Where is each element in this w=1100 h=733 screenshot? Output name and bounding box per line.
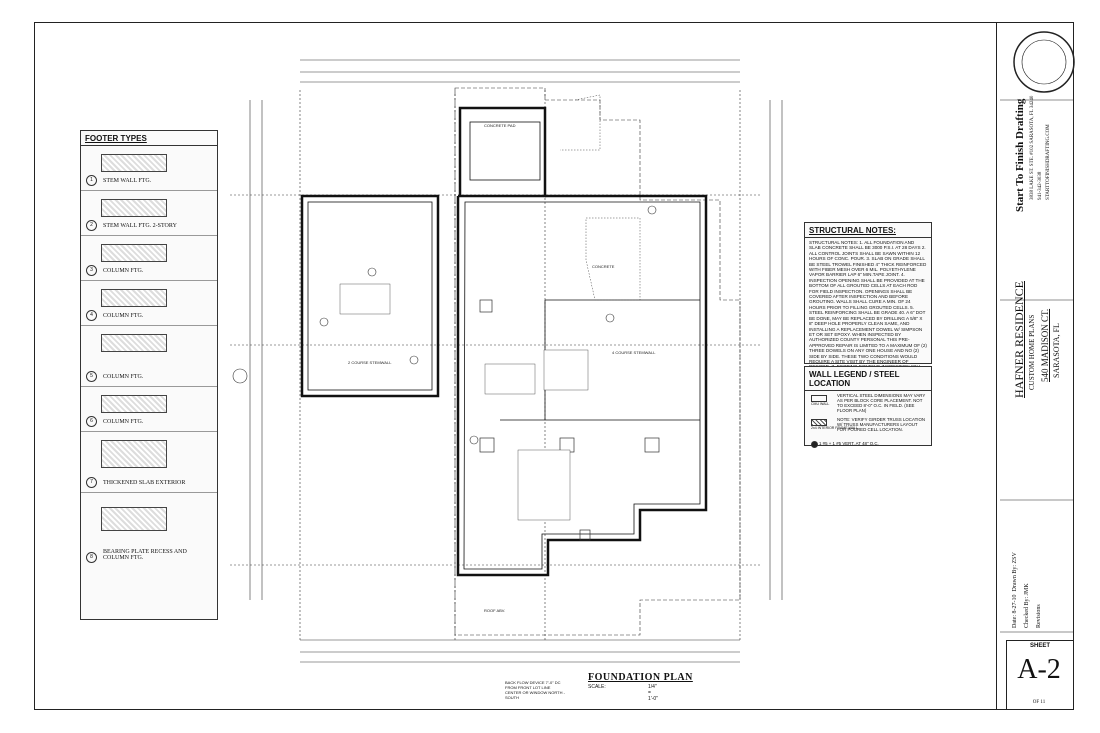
sheet-number-box — [1006, 640, 1074, 710]
footing-sketch — [101, 507, 167, 531]
footing-number: 8 — [86, 552, 97, 563]
wall-legend-panel: WALL LEGEND / STEEL LOCATION CMU WALL VE… — [804, 366, 932, 448]
plan-title: FOUNDATION PLAN — [588, 672, 693, 683]
footing-label: COLUMN FTG. — [103, 419, 144, 425]
scale-value: 1/4" = 1'-0" — [648, 684, 658, 702]
footing-detail: 8 BEARING PLATE RECESS AND COLUMN FTG. — [81, 493, 217, 567]
company-name: Start To Finish Drafting — [1014, 98, 1026, 212]
footing-label: STEM WALL FTG. — [103, 178, 152, 184]
footing-sketch — [101, 154, 167, 172]
footing-label: STEM WALL FTG. 2-STORY — [103, 223, 177, 229]
footer-types-title: FOOTER TYPES — [81, 131, 217, 146]
frame-wall-swatch — [811, 419, 827, 426]
project-subtitle: CUSTOM HOME PLANS — [1028, 314, 1036, 390]
wall-legend-title: WALL LEGEND / STEEL LOCATION — [805, 367, 931, 391]
roof-above-label: ROOF ABV. — [484, 608, 505, 613]
footing-sketch — [101, 289, 167, 307]
drawn-value: ZSV — [1012, 552, 1018, 564]
company-phone: 941-342-3038 — [1038, 171, 1043, 200]
legend-item: 1 #5 + 1 #5 VERT. AT 48" O.C. — [805, 437, 931, 455]
date-label: Date: — [1012, 615, 1018, 628]
footing-label: COLUMN FTG. — [103, 374, 144, 380]
footing-sketch — [101, 334, 167, 352]
footing-label: COLUMN FTG. — [103, 313, 144, 319]
checked-row: Checked By: JMK — [1024, 583, 1030, 628]
footing-number: 5 — [86, 371, 97, 382]
footing-detail: 7 THICKENED SLAB EXTERIOR — [81, 432, 217, 493]
date-value: 8-27-10 — [1012, 594, 1018, 614]
sheet-of: OF 11 — [1032, 700, 1046, 705]
steel-dot-swatch — [811, 441, 818, 448]
structural-notes-title: STRUCTURAL NOTES: — [805, 223, 931, 238]
footing-sketch — [101, 199, 167, 217]
concrete-pad-label: CONCRETE PAD — [484, 123, 516, 128]
revisions-label: Revisions — [1036, 604, 1042, 628]
title-block — [996, 22, 1074, 710]
sheet-number: A-2 — [1017, 654, 1061, 685]
footing-number: 7 — [86, 477, 97, 488]
footing-detail: 1 STEM WALL FTG. — [81, 146, 217, 191]
legend-text: VERTICAL STEEL DIMENSIONS MAY VARY AS PE… — [837, 393, 926, 413]
legend-swatch-label: 2x4 INTERIOR FRAME WALL — [811, 426, 858, 430]
company-address: 3838 LAKE ST. STE. #102 SARASOTA, FL 342… — [1030, 95, 1035, 200]
footing-sketch — [101, 440, 167, 468]
footing-sketch — [101, 395, 167, 413]
footing-sketch — [101, 244, 167, 262]
drawing-sheet-border — [34, 22, 1074, 710]
checked-label: Checked By: — [1024, 596, 1030, 628]
project-street: 540 MADISON CT. — [1040, 308, 1050, 382]
checked-value: JMK — [1024, 583, 1030, 596]
footing-number: 4 — [86, 310, 97, 321]
structural-notes-panel: STRUCTURAL NOTES: STRUCTURAL NOTES: 1. A… — [804, 222, 932, 375]
stemwall-label: 2 COURSE STEMWALL — [348, 360, 392, 365]
footing-number: 2 — [86, 220, 97, 231]
legend-swatch-label: CMU WALL — [811, 402, 830, 406]
cmu-wall-swatch — [811, 395, 827, 402]
footing-number: 6 — [86, 416, 97, 427]
legend-item: 2x4 INTERIOR FRAME WALL NOTE: VERIFY GIR… — [805, 415, 931, 437]
footing-detail: 3 COLUMN FTG. — [81, 236, 217, 281]
footing-label: COLUMN FTG. — [103, 268, 144, 274]
date-row: Date: 8-27-10 Drawn By: ZSV — [1012, 552, 1018, 628]
footing-number: 3 — [86, 265, 97, 276]
sheet-label: SHEET — [1030, 643, 1051, 649]
footing-label: THICKENED SLAB EXTERIOR — [103, 480, 186, 486]
footing-number: 1 — [86, 175, 97, 186]
company-web: STARTTOFINISHDRAFTING.COM — [1046, 124, 1051, 200]
project-city: SARASOTA, FL — [1052, 323, 1061, 378]
footer-types-panel: FOOTER TYPES 1 STEM WALL FTG. 2 STEM WAL… — [80, 130, 218, 620]
plan-scale: SCALE: 1/4" = 1'-0" — [588, 684, 658, 702]
footing-label: BEARING PLATE RECESS AND COLUMN FTG. — [103, 549, 187, 561]
scale-label: SCALE: — [588, 684, 606, 690]
backflow-note: BACK FLOW DEVICE 7'-0" DC FROM FRONT LOT… — [505, 680, 565, 700]
structural-notes-body: STRUCTURAL NOTES: 1. ALL FOUNDATION AND … — [809, 240, 927, 375]
legend-text: NOTE: VERIFY GIRDER TRUSS LOCATION W/ TR… — [837, 417, 926, 432]
footing-detail: 2 STEM WALL FTG. 2-STORY — [81, 191, 217, 236]
drawn-label: Drawn By: — [1012, 565, 1018, 592]
footing-detail: 5 COLUMN FTG. — [81, 326, 217, 387]
legend-swatch-label: 1 #5 + 1 #5 VERT. AT 48" O.C. — [819, 441, 879, 446]
stemwall-label: 4 COURSE STEMWALL — [612, 350, 656, 355]
project-name: HAFNER RESIDENCE — [1012, 280, 1026, 398]
footing-detail: 4 COLUMN FTG. — [81, 281, 217, 326]
footing-detail: 6 COLUMN FTG. — [81, 387, 217, 432]
concrete-label: CONCRETE — [592, 264, 615, 269]
legend-item: CMU WALL VERTICAL STEEL DIMENSIONS MAY V… — [805, 391, 931, 415]
